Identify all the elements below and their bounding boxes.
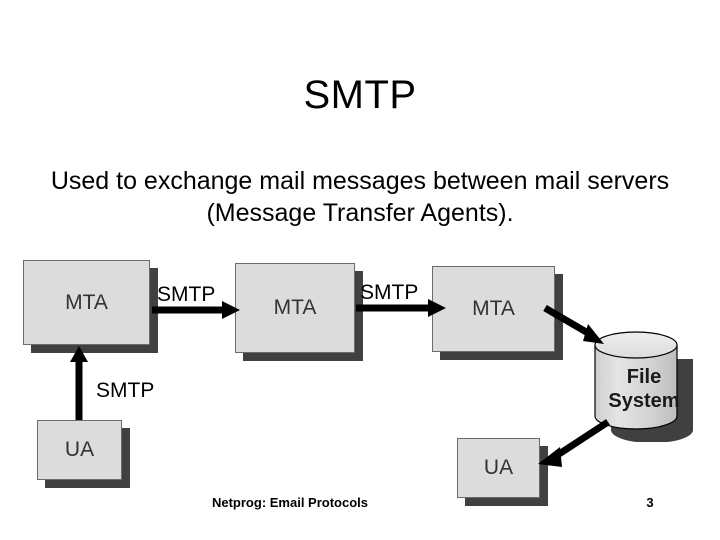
smtp-label-ua1-mta1: SMTP (96, 379, 155, 402)
footer-page-number: 3 (646, 495, 654, 510)
smtp-label-mta2-mta3: SMTP (360, 281, 419, 304)
smtp-label-mta1-mta2: SMTP (157, 283, 216, 306)
ua-1-label: UA (64, 438, 95, 461)
footer-text: Netprog: Email Protocols (211, 495, 369, 510)
slide-body-text: Used to exchange mail messages between m… (50, 167, 670, 227)
mta-1-box[interactable]: MTA (23, 260, 150, 345)
file-system-label-line1: File (626, 366, 662, 388)
arrow-ua1-to-mta1 (70, 346, 88, 420)
file-system-cylinder-shape (594, 331, 693, 443)
file-system-label: File System (590, 365, 698, 413)
ua-2-label: UA (483, 456, 514, 479)
file-system-label-line2: System (608, 390, 680, 412)
page-title: SMTP (303, 73, 417, 117)
mta-2-box[interactable]: MTA (235, 263, 355, 353)
ua-1-box[interactable]: UA (37, 420, 122, 480)
mta-2-label: MTA (273, 296, 317, 319)
mta-1-label: MTA (65, 290, 108, 314)
file-system-cylinder[interactable] (588, 330, 700, 443)
mta-3-box[interactable]: MTA (432, 266, 555, 352)
ua-2-box[interactable]: UA (457, 438, 540, 498)
mta-3-label: MTA (472, 297, 515, 320)
